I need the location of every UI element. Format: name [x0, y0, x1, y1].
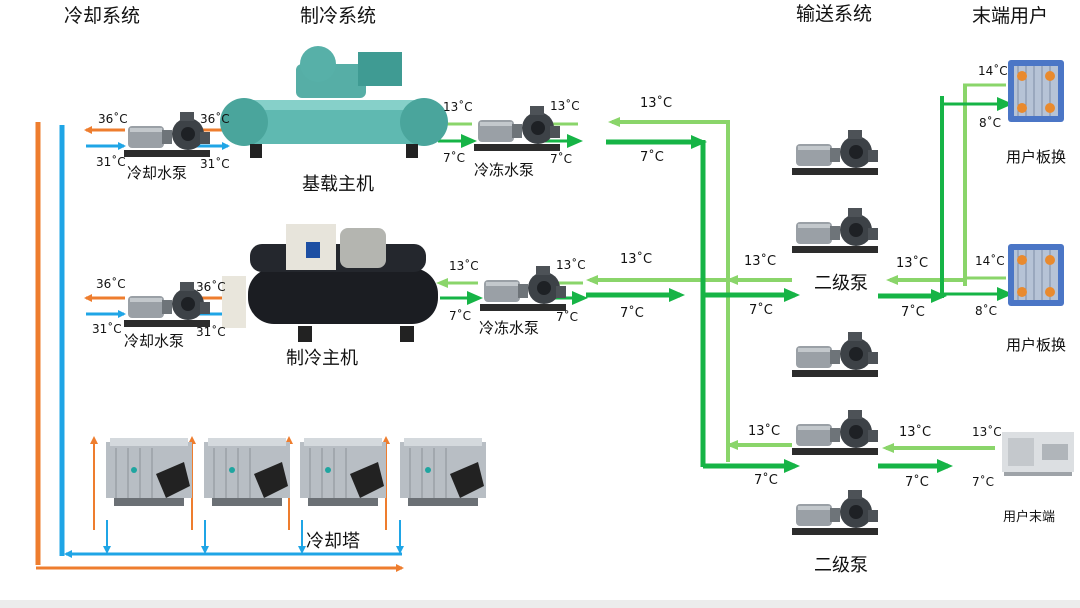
temp-sec2-sup-b: 7˚C [905, 474, 929, 490]
terminal-unit-label: 用户末端 [1003, 509, 1055, 525]
temp-ch2-ret-a: 13˚C [449, 258, 479, 273]
cooling-system-title: 冷却系统 [64, 5, 140, 27]
temp-hx2-sup: 8˚C [975, 303, 997, 318]
temp-sec2-sup-a: 7˚C [754, 472, 778, 488]
temp-main1-sup: 7˚C [640, 149, 664, 165]
secondary-pump-b-image [792, 208, 878, 253]
cooling-tower-4-image [399, 437, 487, 507]
temp-cw1-pump-in: 31˚C [200, 156, 230, 171]
heat-exchanger-1-image [1007, 59, 1065, 123]
secondary-pump-d-image [792, 410, 878, 455]
cooling-loop-pipes [35, 122, 404, 572]
cooling-pump-1-label: 冷却水泵 [127, 164, 187, 182]
cooling-pump-2-label: 冷却水泵 [124, 332, 184, 350]
base-chiller-image [220, 46, 448, 158]
terminal-unit-image [1002, 432, 1074, 476]
chilled-pump-2-image [480, 266, 566, 311]
refrigeration-system-title: 制冷系统 [300, 5, 376, 27]
temp-term-sup: 7˚C [972, 474, 994, 489]
temp-hx1-ret: 14˚C [978, 63, 1008, 78]
secondary-pump-c-image [792, 332, 878, 377]
temp-cw2-pump-out: 36˚C [196, 279, 226, 294]
cooling-tower-2-image [203, 437, 291, 507]
temp-ch1-ret-a: 13˚C [443, 99, 473, 114]
temp-term-ret: 13˚C [972, 424, 1002, 439]
chilled-pump-1-label: 冷冻水泵 [474, 161, 534, 179]
temp-cw2-pump-in: 31˚C [196, 324, 226, 339]
cooling-tower-1-image [105, 437, 193, 507]
heat-exchanger-1-label: 用户板换 [1006, 148, 1066, 166]
heat-exchanger-2-image [1007, 243, 1065, 307]
temp-ch2-sup-b: 7˚C [556, 309, 578, 324]
cooling-tower-3-image [299, 437, 387, 507]
temp-cw1-in: 31˚C [96, 154, 126, 169]
temp-ch1-sup-a: 7˚C [443, 150, 465, 165]
heat-exchanger-2-label: 用户板换 [1006, 336, 1066, 354]
delivery-system-title: 输送系统 [796, 3, 872, 25]
temp-cw1-out: 36˚C [98, 111, 128, 126]
chilled-pump-2-label: 冷冻水泵 [479, 319, 539, 337]
temp-cw2-out: 36˚C [96, 276, 126, 291]
bottom-bar [0, 600, 1080, 608]
temp-main1-ret: 13˚C [640, 95, 672, 111]
temp-main2-sup: 7˚C [620, 305, 644, 321]
temp-main2-ret: 13˚C [620, 251, 652, 267]
secondary-pump-e-image [792, 490, 878, 535]
temp-ch1-ret-b: 13˚C [550, 98, 580, 113]
cooling-pump-1-image [124, 112, 210, 157]
temp-sec1-ret-a: 13˚C [744, 253, 776, 269]
cooling-tower-label: 冷却塔 [306, 531, 360, 552]
temp-sec1-sup-a: 7˚C [749, 302, 773, 318]
base-chiller-label: 基载主机 [302, 174, 374, 195]
secondary-pump-a-image [792, 130, 878, 175]
temp-ch1-sup-b: 7˚C [550, 151, 572, 166]
temp-sec2-ret-a: 13˚C [748, 423, 780, 439]
temp-cw2-in: 31˚C [92, 321, 122, 336]
chiller-image [222, 224, 438, 342]
temp-cw1-pump-out: 36˚C [200, 111, 230, 126]
temp-ch2-ret-b: 13˚C [556, 257, 586, 272]
temp-ch2-sup-a: 7˚C [449, 308, 471, 323]
end-users-title: 末端用户 [972, 5, 1048, 27]
temp-sec1-ret-b: 13˚C [896, 255, 928, 271]
temp-hx2-ret: 14˚C [975, 253, 1005, 268]
temp-sec1-sup-b: 7˚C [901, 304, 925, 320]
chilled-pump-1-image [474, 106, 560, 151]
temp-hx1-sup: 8˚C [979, 115, 1001, 130]
chilled-loop-pipes [434, 83, 1013, 473]
temp-sec2-ret-b: 13˚C [899, 424, 931, 440]
secondary-pump-1-label: 二级泵 [814, 273, 868, 294]
chiller-label: 制冷主机 [286, 348, 358, 369]
secondary-pump-2-label: 二级泵 [814, 555, 868, 576]
